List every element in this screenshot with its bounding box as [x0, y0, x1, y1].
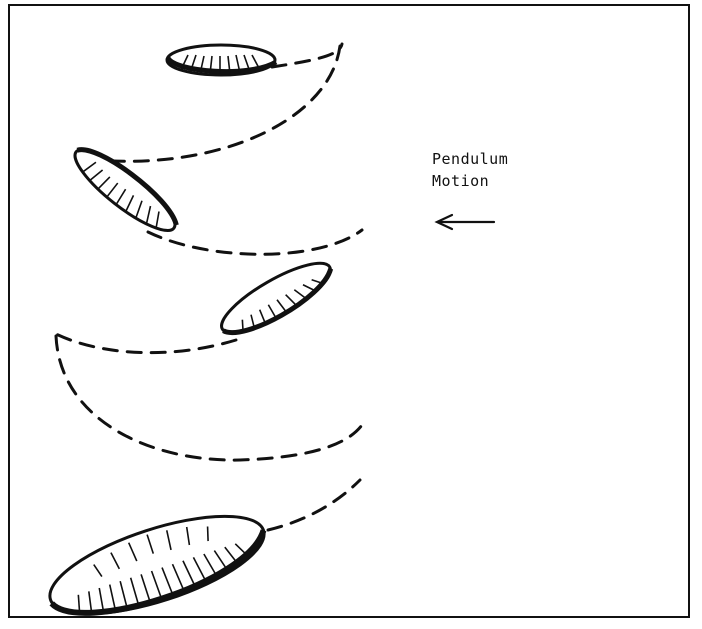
swing-path-5: [56, 336, 362, 460]
pendulum-disc-1: [167, 45, 276, 75]
swing-path-6: [268, 480, 360, 530]
pendulum-disc-4: [39, 496, 274, 629]
pendulum-disc-3: [213, 251, 338, 344]
swing-path-1: [272, 44, 342, 67]
swing-path-4: [56, 334, 236, 353]
swing-path-3: [148, 230, 362, 254]
motion-label: Motion: [432, 172, 489, 191]
pendulum-label: Pendulum: [432, 150, 508, 169]
left-arrow-icon: [437, 215, 494, 229]
pendulum-disc-2: [66, 138, 185, 241]
